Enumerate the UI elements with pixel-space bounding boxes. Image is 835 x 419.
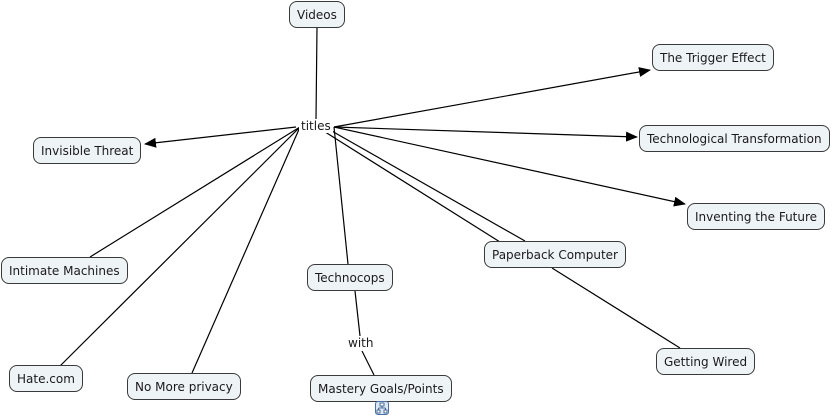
link-technocops-with [354,290,361,337]
node-invisible-threat[interactable]: Invisible Threat [33,137,142,164]
node-mastery-goals-points[interactable]: Mastery Goals/Points [310,375,452,402]
node-getting-wired[interactable]: Getting Wired [656,348,756,375]
link-titles-techtrans [333,126,638,142]
link-titles-inventing [333,126,686,207]
node-intimate-machines[interactable]: Intimate Machines [1,257,128,284]
node-technocops[interactable]: Technocops [307,264,393,291]
node-inventing-the-future[interactable]: Inventing the Future [687,203,826,230]
link-titles-hate [59,126,301,367]
center-concept-titles[interactable]: titles [299,119,333,133]
submap-icon[interactable] [375,401,389,415]
link-titles-intimate [89,126,301,258]
node-hate-com[interactable]: Hate.com [9,365,83,392]
hierarchy-icon [376,402,388,414]
link-titles-invisible [144,126,297,148]
node-paperback-computer[interactable]: Paperback Computer [484,241,626,268]
link-titles-wired [551,267,681,349]
link-titles-trigger [333,67,651,128]
link-titles-technocops [333,126,349,265]
node-the-trigger-effect[interactable]: The Trigger Effect [652,44,774,71]
link-titles-privacy [191,126,301,374]
link-titles-paperback-2 [329,129,526,242]
node-no-more-privacy[interactable]: No More privacy [127,373,241,400]
link-with-mastery [361,350,375,376]
link-videos-titles [315,26,318,120]
linking-phrase-with[interactable]: with [346,336,376,350]
node-technological-transformation[interactable]: Technological Transformation [639,125,830,152]
link-titles-paperback [321,129,501,243]
node-videos[interactable]: Videos [289,1,345,28]
